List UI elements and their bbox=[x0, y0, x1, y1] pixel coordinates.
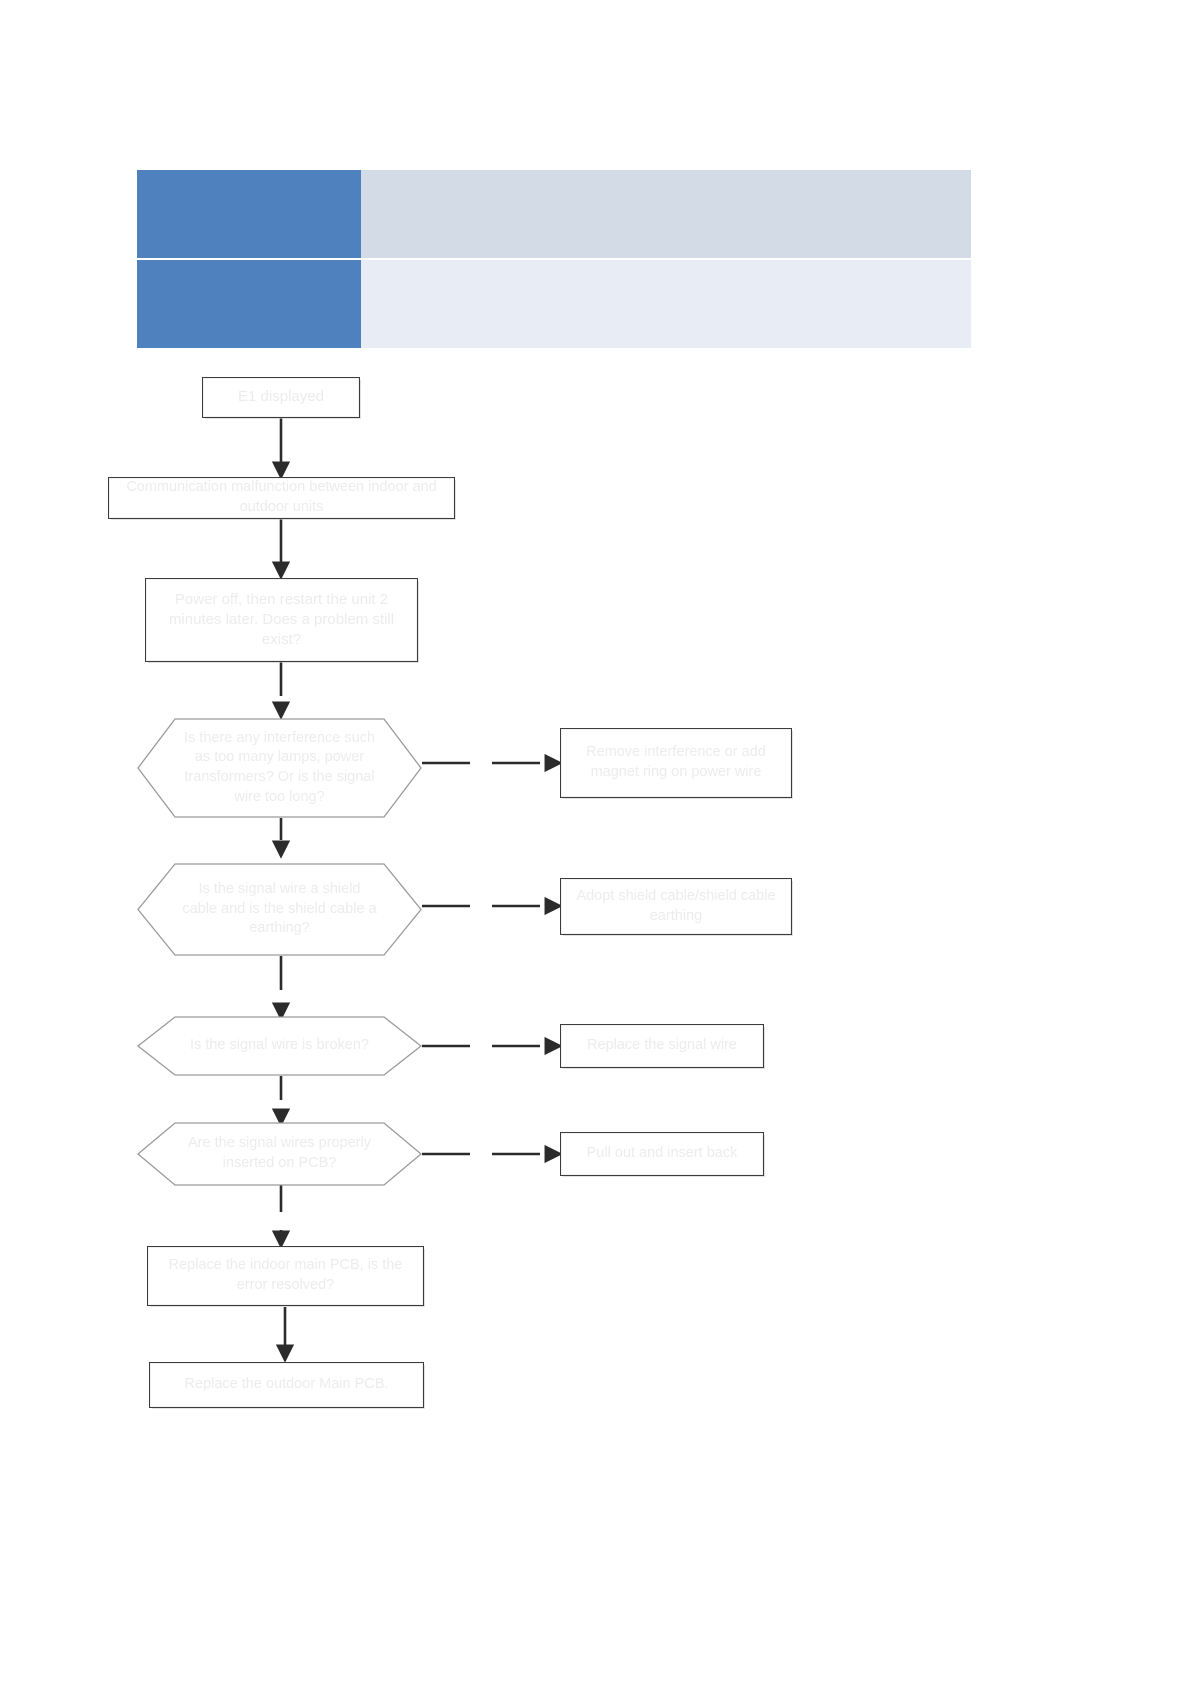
flow-decision-signal-wire-broken[interactable]: Is the signal wire is broken? bbox=[136, 1016, 423, 1076]
flow-action-pull-out-insert-back[interactable]: Pull out and insert back bbox=[560, 1132, 764, 1176]
hexagon-shape bbox=[137, 718, 422, 818]
flow-node-label: Pull out and insert back bbox=[586, 1145, 738, 1162]
flow-decision-label: Is there any interference such as too ma… bbox=[183, 729, 376, 805]
flow-decision-label: Are the signal wires properly inserted o… bbox=[188, 1135, 371, 1171]
flow-node-label: Communication malfunction between indoor… bbox=[126, 479, 437, 515]
hexagon-shape bbox=[136, 1122, 423, 1186]
flow-action-remove-interference[interactable]: Remove interference or add magnet ring o… bbox=[560, 728, 792, 798]
table-row bbox=[137, 260, 971, 348]
table-value-cell-1 bbox=[361, 170, 971, 258]
error-code-table bbox=[137, 170, 971, 350]
flow-action-adopt-shield-cable[interactable]: Adopt shield cable/shield cable earthing bbox=[560, 878, 792, 935]
flow-decision-shield-cable[interactable]: Is the signal wire a shield cable and is… bbox=[137, 863, 422, 956]
flow-node-label: Replace the outdoor Main PCB. bbox=[184, 1376, 389, 1393]
flow-node-power-off-restart[interactable]: Power off, then restart the unit 2 minut… bbox=[145, 578, 418, 662]
table-header-cell-2 bbox=[137, 260, 361, 348]
flow-decision-interference[interactable]: Is there any interference such as too ma… bbox=[137, 718, 422, 818]
flow-node-label: Replace the indoor main PCB, is the erro… bbox=[168, 1257, 403, 1293]
flow-node-communication-malfunction[interactable]: Communication malfunction between indoor… bbox=[108, 477, 455, 519]
flow-decision-label: Is the signal wire is broken? bbox=[190, 1037, 369, 1054]
flow-node-replace-outdoor-pcb[interactable]: Replace the outdoor Main PCB. bbox=[149, 1362, 424, 1408]
flow-node-e1-displayed[interactable]: E1 displayed bbox=[202, 377, 360, 418]
flow-node-label: Remove interference or add magnet ring o… bbox=[586, 744, 766, 780]
flow-node-replace-indoor-pcb[interactable]: Replace the indoor main PCB, is the erro… bbox=[147, 1246, 424, 1306]
flow-node-label: E1 displayed bbox=[238, 388, 324, 406]
flow-action-replace-signal-wire[interactable]: Replace the signal wire bbox=[560, 1024, 764, 1068]
table-header-cell-1 bbox=[137, 170, 361, 258]
hexagon-shape bbox=[136, 1016, 423, 1076]
flow-node-label: Adopt shield cable/shield cable earthing bbox=[576, 887, 776, 924]
flow-decision-wires-inserted[interactable]: Are the signal wires properly inserted o… bbox=[136, 1122, 423, 1186]
flow-node-label: Power off, then restart the unit 2 minut… bbox=[168, 590, 395, 649]
hexagon-shape bbox=[137, 863, 422, 956]
flow-node-label: Replace the signal wire bbox=[587, 1037, 737, 1054]
table-row bbox=[137, 170, 971, 258]
flow-decision-label: Is the signal wire a shield cable and is… bbox=[182, 881, 377, 937]
table-value-cell-2 bbox=[361, 260, 971, 348]
